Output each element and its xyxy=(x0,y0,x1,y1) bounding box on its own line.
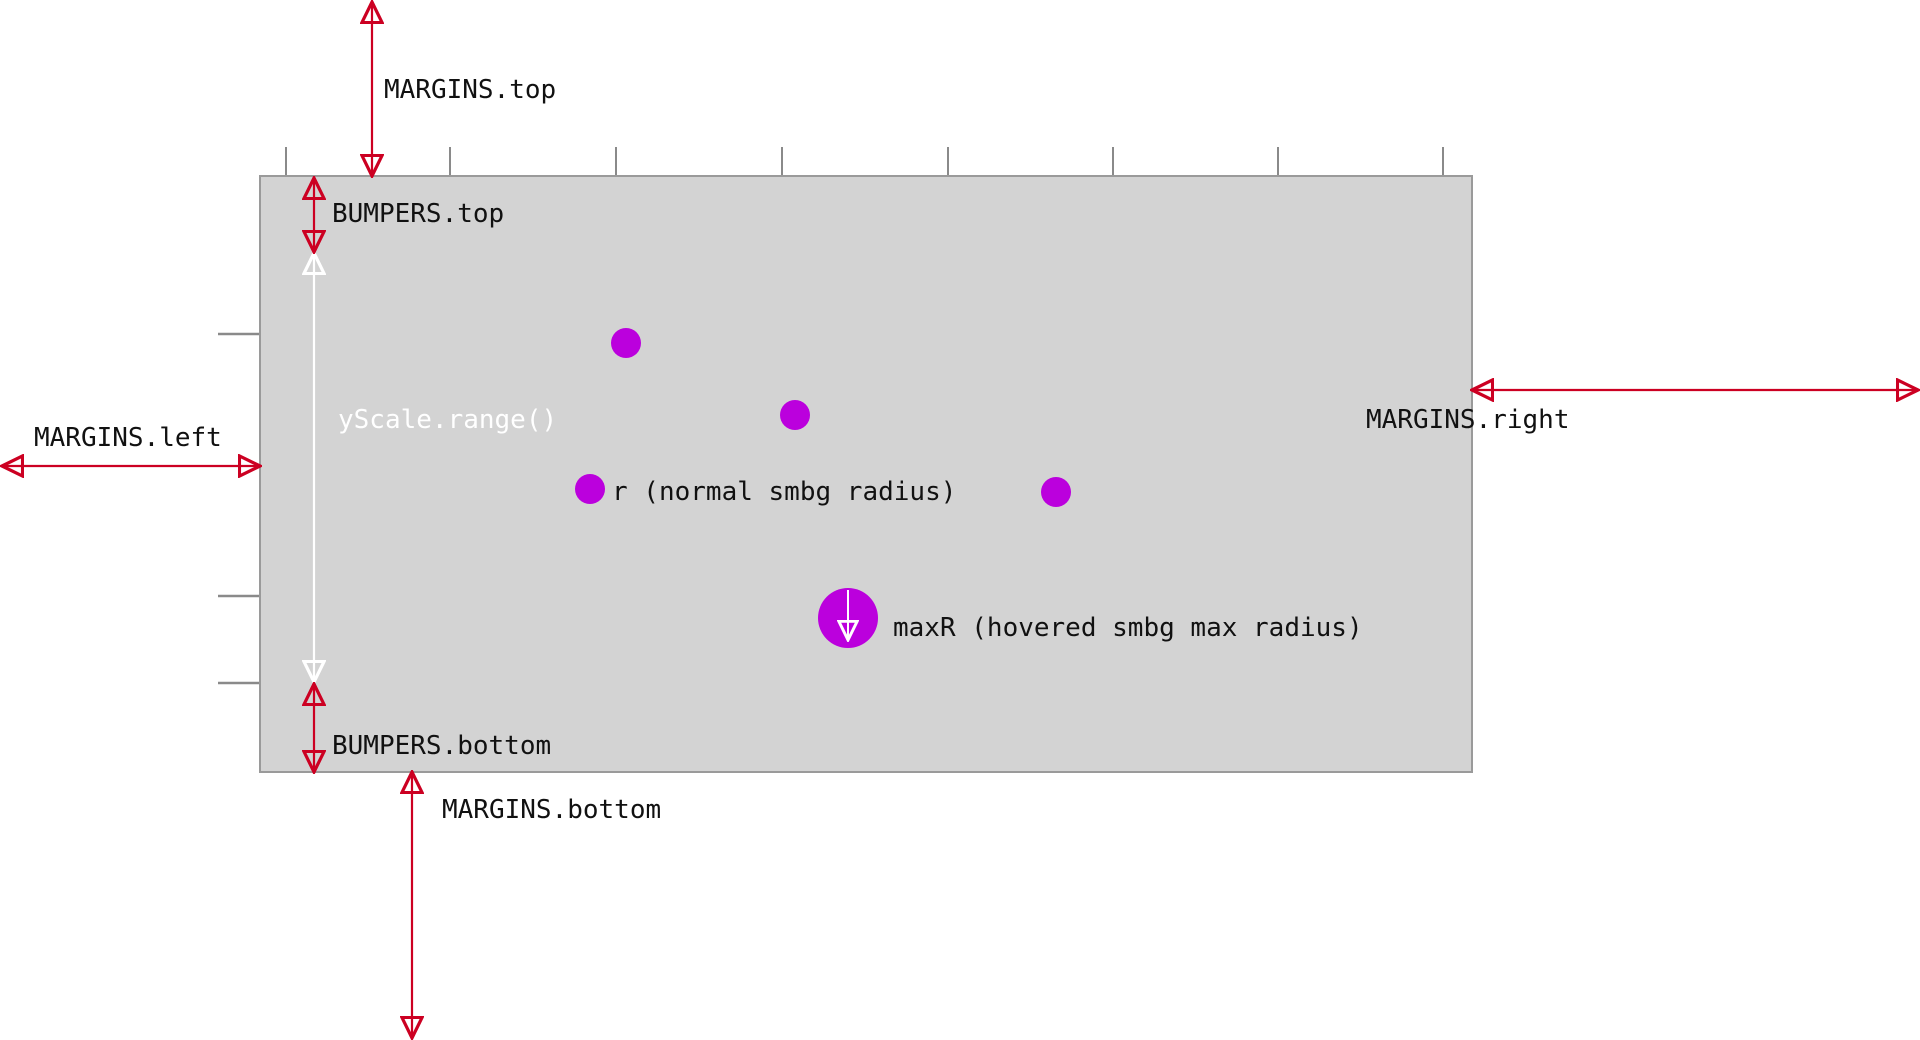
label-r-callout: r (normal smbg radius) xyxy=(612,477,956,507)
label-maxr-callout: maxR (hovered smbg max radius) xyxy=(893,613,1363,643)
plot-area-rect xyxy=(259,175,1473,773)
label-margins-top: MARGINS.top xyxy=(384,75,556,105)
label-margins-left: MARGINS.left xyxy=(34,423,222,453)
smbg-normal-3-circle[interactable] xyxy=(575,474,605,504)
smbg-normal-4-circle[interactable] xyxy=(1041,477,1071,507)
smbg-normal-2-circle[interactable] xyxy=(780,400,810,430)
y-axis-tick-group xyxy=(218,332,260,685)
smbg-normal-1-circle[interactable] xyxy=(611,328,641,358)
label-bumpers-bottom: BUMPERS.bottom xyxy=(332,731,551,761)
label-margins-right: MARGINS.right xyxy=(1366,405,1570,435)
label-bumpers-top: BUMPERS.top xyxy=(332,199,504,229)
label-yscale-range: yScale.range() xyxy=(338,405,557,435)
x-axis-tick-group xyxy=(285,147,1444,176)
label-margins-bottom: MARGINS.bottom xyxy=(442,795,661,825)
